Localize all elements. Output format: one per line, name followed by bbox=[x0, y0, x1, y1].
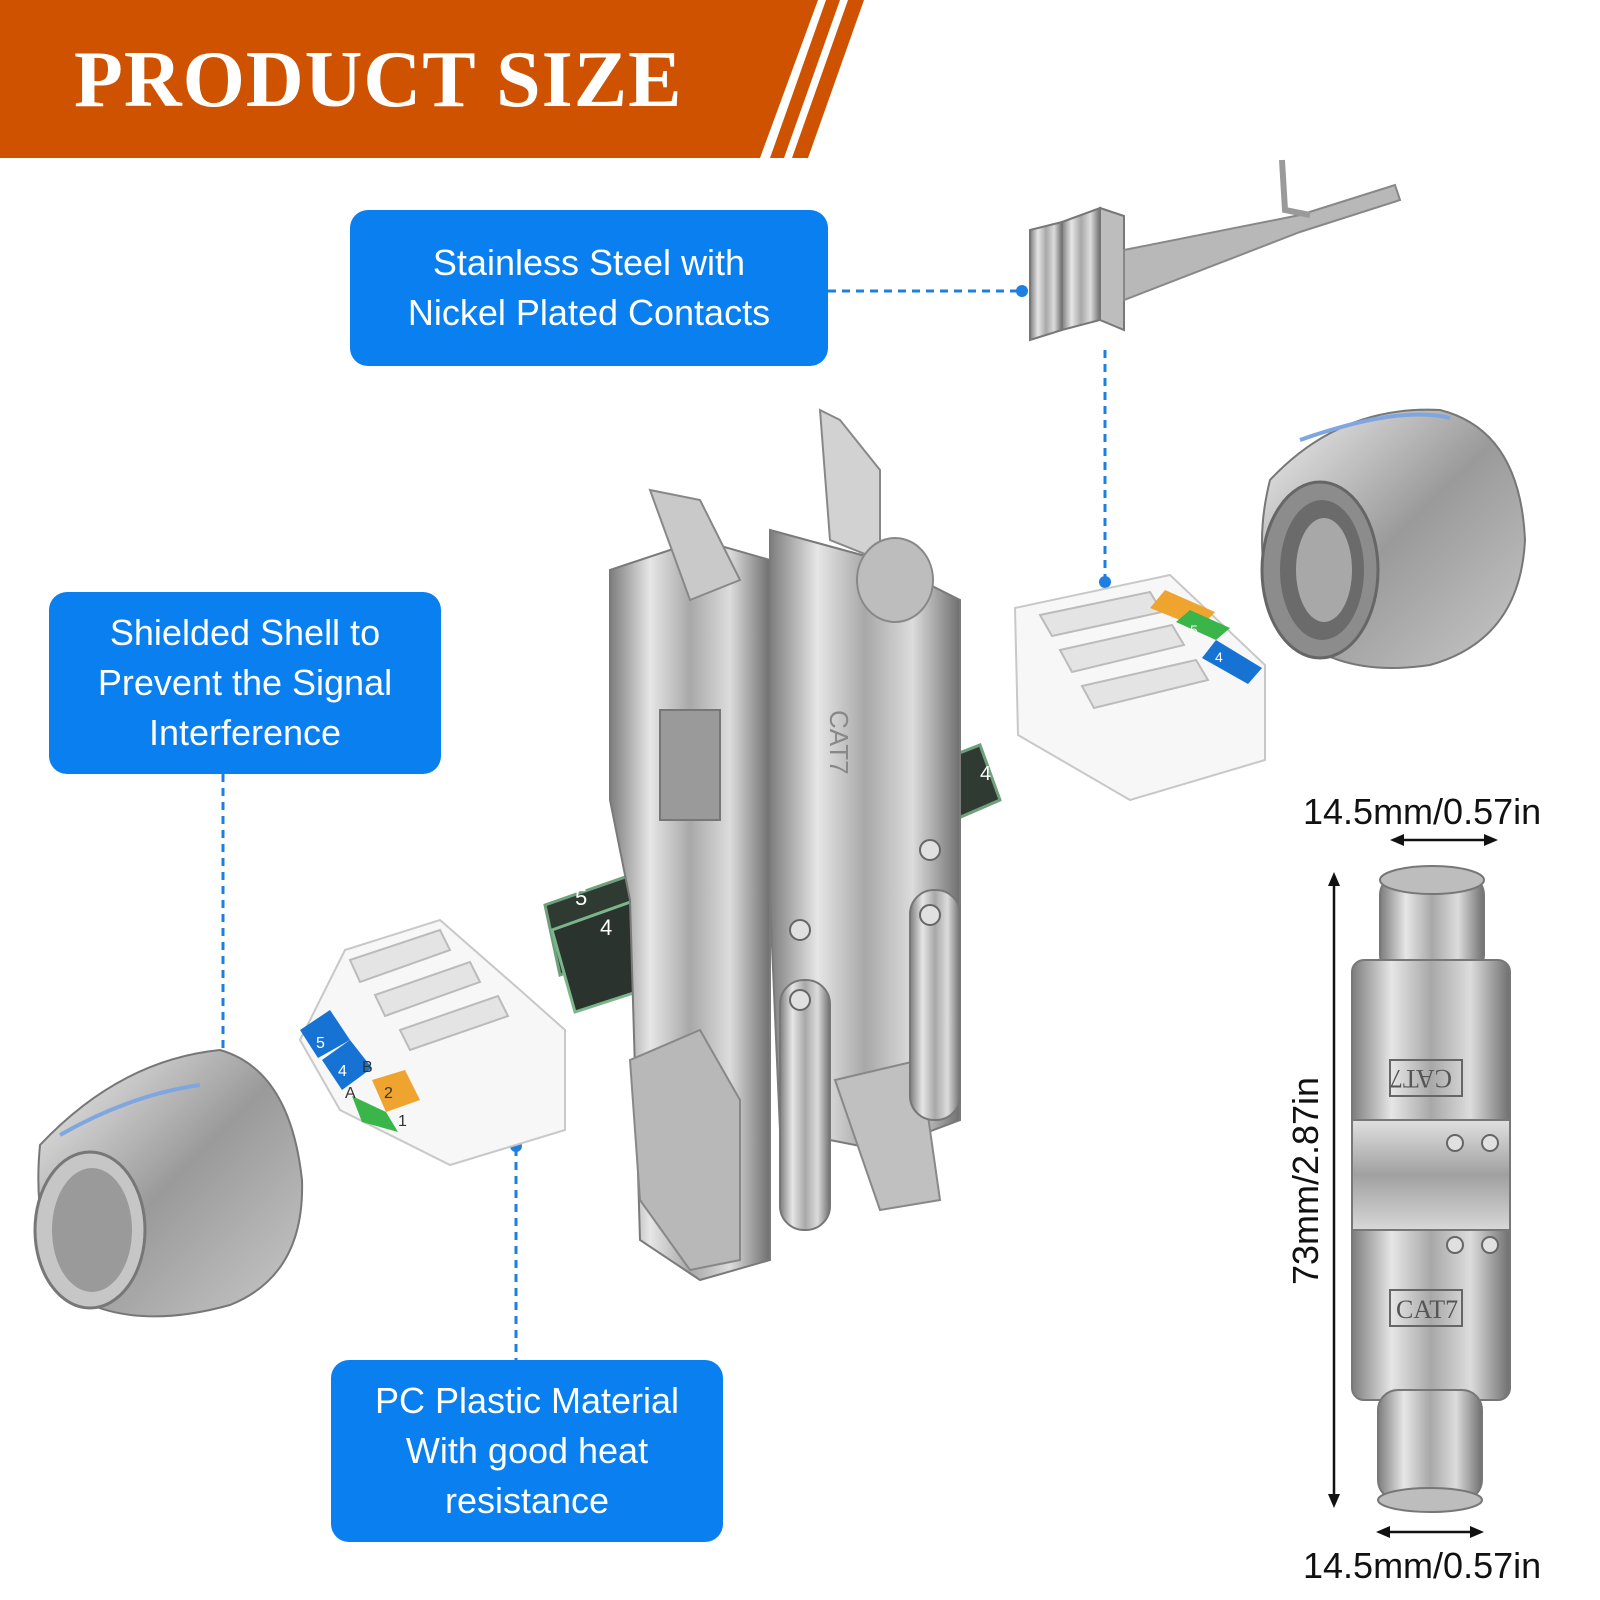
callout-line: Shielded Shell to bbox=[109, 612, 381, 653]
pcb-number: 4 bbox=[980, 763, 991, 785]
callout-line: Prevent the Signal bbox=[97, 662, 393, 703]
connector-dot bbox=[1016, 285, 1028, 297]
block-label: B bbox=[362, 1059, 373, 1076]
page-title: PRODUCT SIZE bbox=[74, 36, 683, 124]
pcb-number: 5 bbox=[1000, 795, 1011, 817]
block-label: A bbox=[345, 1085, 356, 1102]
callout-stainless-steel: Stainless Steel with Nickel Plated Conta… bbox=[350, 210, 828, 366]
title-banner bbox=[0, 0, 864, 158]
callout-line: resistance bbox=[444, 1480, 610, 1521]
block-label: 4 bbox=[338, 1063, 347, 1080]
pcb-number: 5 bbox=[575, 885, 587, 910]
block-label: 5 bbox=[316, 1035, 325, 1052]
central-connector-assembly: 5 4 2 1 4 5 CAT7 bbox=[543, 408, 1011, 1282]
right-terminal-block: 4 5 bbox=[1013, 573, 1266, 802]
block-label: 1 bbox=[398, 1113, 407, 1130]
callout-line: Interference bbox=[148, 712, 342, 753]
right-cap-nut bbox=[1260, 408, 1527, 669]
cat7-label: CAT7 bbox=[1390, 1064, 1452, 1093]
width-label-top: 14.5mm/0.57in bbox=[1303, 791, 1542, 832]
width-label-bottom: 14.5mm/0.57in bbox=[1303, 1545, 1542, 1586]
banner-stripe-1 bbox=[770, 0, 840, 158]
height-label: 73mm/2.87in bbox=[1285, 1076, 1326, 1286]
banner-shape bbox=[0, 0, 818, 158]
steel-contact-part bbox=[1029, 159, 1402, 342]
dimension-arrows bbox=[1328, 834, 1498, 1538]
callout-line: Stainless Steel with bbox=[432, 242, 746, 283]
assembled-connector: CAT7 CAT7 bbox=[1351, 865, 1511, 1513]
callout-line: Nickel Plated Contacts bbox=[407, 292, 771, 333]
block-label: 4 bbox=[1215, 649, 1223, 665]
connector-dot bbox=[1099, 576, 1111, 588]
pcb-number: 4 bbox=[600, 915, 612, 940]
block-label: 5 bbox=[1190, 622, 1198, 638]
callout-connectors bbox=[221, 289, 1107, 1360]
left-cap-nut bbox=[33, 1048, 304, 1318]
callout-shielded-shell: Shielded Shell to Prevent the Signal Int… bbox=[49, 592, 441, 774]
cat7-label: CAT7 bbox=[1396, 1295, 1458, 1324]
banner-stripe-2 bbox=[792, 0, 864, 158]
callout-line: With good heat bbox=[405, 1430, 649, 1471]
callout-pc-plastic: PC Plastic Material With good heat resis… bbox=[331, 1360, 723, 1542]
block-label: 2 bbox=[384, 1085, 393, 1102]
left-terminal-block: 5 4 B A 2 1 bbox=[298, 918, 566, 1167]
callout-line: PC Plastic Material bbox=[374, 1380, 680, 1421]
cat7-label: CAT7 bbox=[824, 710, 854, 775]
